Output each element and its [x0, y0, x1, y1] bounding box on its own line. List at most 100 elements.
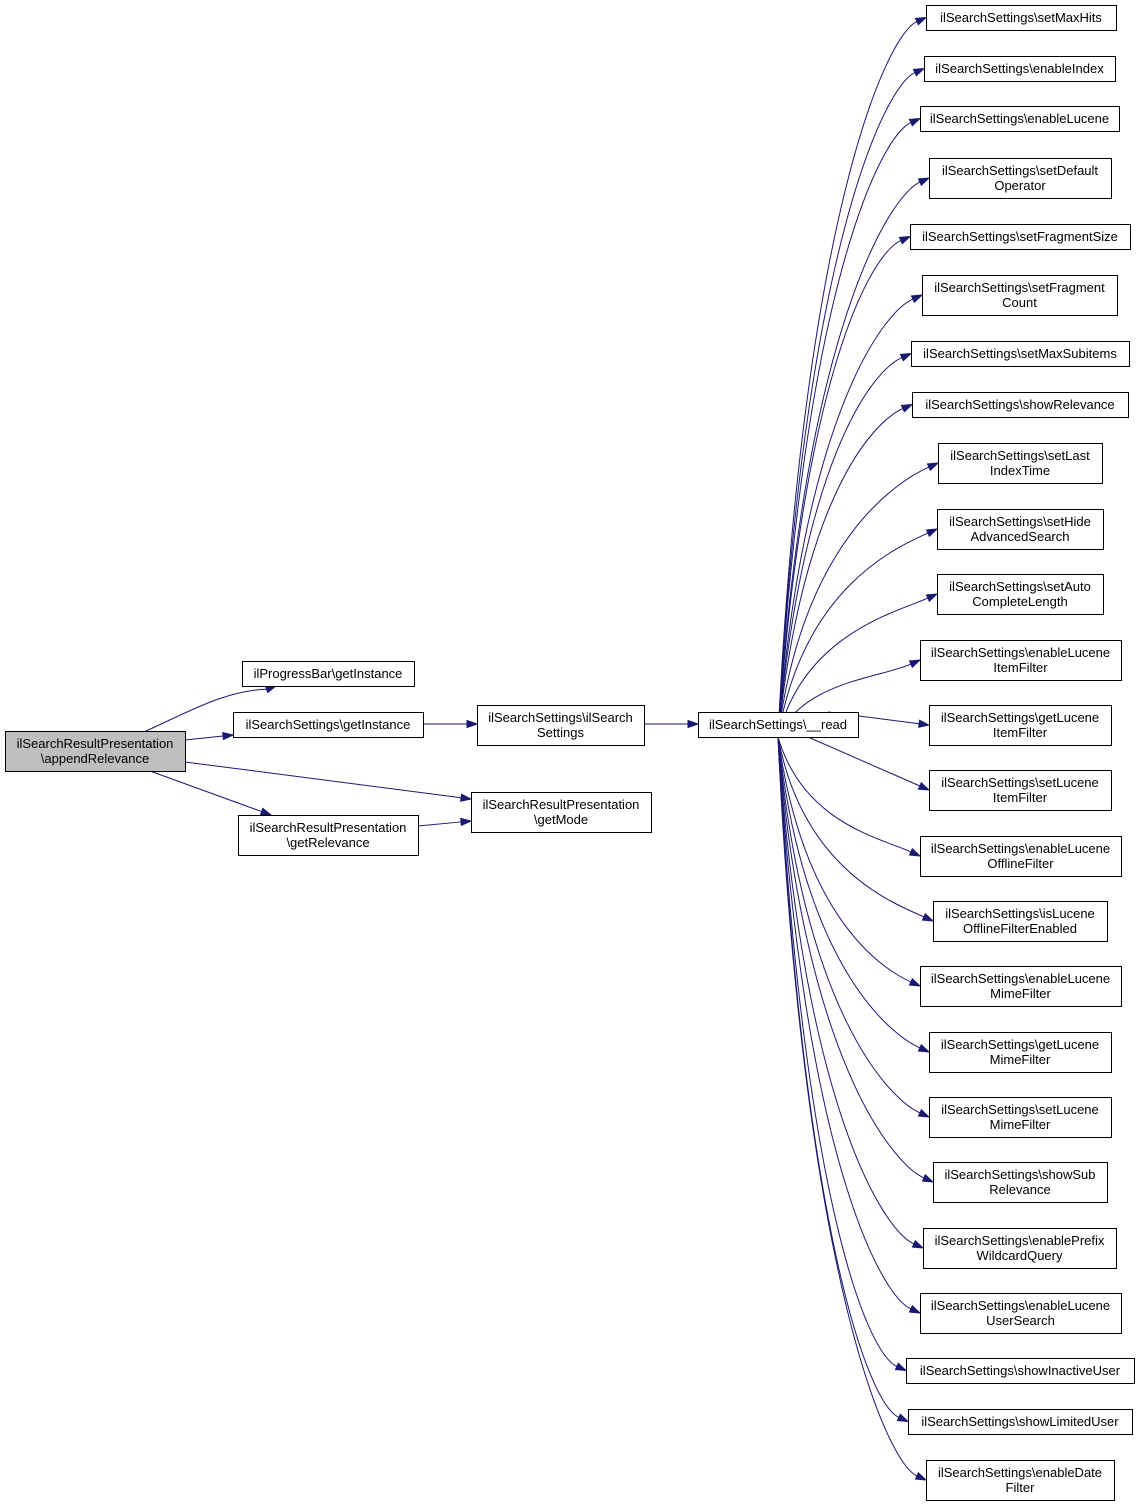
edge-line — [777, 736, 898, 1367]
node-t6[interactable]: ilSearchSettings\setMaxSubitems — [911, 341, 1130, 367]
node-t2[interactable]: ilSearchSettings\enableLucene — [920, 106, 1120, 132]
arrowhead — [908, 659, 922, 669]
node-label: Relevance — [989, 1182, 1050, 1197]
edge-read-t7 — [777, 403, 914, 738]
node-box — [929, 705, 1112, 746]
node-label: ilSearchResultPresentation — [483, 797, 640, 812]
node-box — [938, 443, 1103, 484]
edge-read-t1 — [777, 67, 926, 738]
edge-line — [777, 736, 925, 918]
node-t20[interactable]: ilSearchSettings\enablePrefixWildcardQue… — [923, 1228, 1117, 1269]
arrowhead — [908, 1304, 922, 1314]
arrowhead — [914, 16, 928, 26]
node-getmode[interactable]: ilSearchResultPresentation\getMode — [471, 792, 652, 833]
edge-line — [777, 597, 929, 738]
node-label: ilSearchSettings\enableIndex — [935, 61, 1104, 76]
node-label: ilSearchSettings\setMaxHits — [940, 10, 1102, 25]
node-label: ilSearchSettings\setLast — [950, 448, 1090, 463]
edge-line — [777, 736, 918, 1477]
edge-read-t6 — [777, 352, 913, 738]
node-t1[interactable]: ilSearchSettings\enableIndex — [924, 56, 1116, 82]
edge-read-t21 — [777, 736, 922, 1314]
node-t7[interactable]: ilSearchSettings\showRelevance — [912, 392, 1129, 418]
node-label: ilSearchSettings\setAuto — [949, 579, 1091, 594]
arrowhead — [908, 117, 922, 127]
edge-line — [807, 736, 921, 787]
node-label: ilSearchSettings\__read — [709, 717, 847, 732]
arrowhead — [896, 1413, 910, 1423]
node-label: ilSearchSettings\enableLucene — [930, 111, 1109, 126]
arrowhead — [466, 719, 479, 729]
arrowhead — [911, 1239, 925, 1249]
node-t0[interactable]: ilSearchSettings\setMaxHits — [926, 5, 1117, 31]
edge-ss_getinst-ss_ctor — [423, 719, 479, 729]
node-box — [929, 158, 1112, 199]
node-t14[interactable]: ilSearchSettings\enableLuceneOfflineFilt… — [920, 836, 1122, 877]
node-box — [929, 1097, 1112, 1138]
node-label: ilSearchSettings\isLucene — [945, 906, 1095, 921]
node-label: AdvancedSearch — [970, 529, 1069, 544]
node-label: ilSearchResultPresentation — [17, 736, 174, 751]
node-progress[interactable]: ilProgressBar\getInstance — [242, 661, 415, 687]
edge-line — [777, 736, 900, 1418]
arrowhead — [925, 528, 939, 538]
node-label: ilSearchSettings\showInactiveUser — [920, 1363, 1121, 1378]
node-root[interactable]: ilSearchResultPresentation\appendRelevan… — [5, 731, 186, 772]
node-label: ilSearchSettings\enableLucene — [931, 1298, 1110, 1313]
node-ss_getinst[interactable]: ilSearchSettings\getInstance — [233, 712, 424, 738]
node-label: ilSearchSettings\showSub — [944, 1167, 1095, 1182]
node-t23[interactable]: ilSearchSettings\showLimitedUser — [908, 1409, 1133, 1435]
node-read[interactable]: ilSearchSettings\__read — [698, 712, 859, 738]
node-t4[interactable]: ilSearchSettings\setFragmentSize — [910, 224, 1131, 250]
node-label: ilSearchSettings\enableLucene — [931, 971, 1110, 986]
arrowhead — [917, 781, 931, 791]
edge-read-t19 — [777, 736, 935, 1183]
edge-line — [777, 357, 903, 738]
edge-read-t3 — [777, 177, 931, 738]
node-ss_ctor[interactable]: ilSearchSettings\ilSearchSettings — [477, 705, 645, 746]
arrowhead — [908, 847, 922, 857]
edge-root-ss_getinst — [184, 731, 235, 741]
node-getrel[interactable]: ilSearchResultPresentation\getRelevance — [238, 815, 419, 856]
edge-read-t17 — [777, 736, 931, 1053]
node-t15[interactable]: ilSearchSettings\isLuceneOfflineFilterEn… — [933, 901, 1108, 942]
edge-read-t9 — [777, 528, 939, 738]
node-label: MimeFilter — [990, 1117, 1051, 1132]
node-label: ilProgressBar\getInstance — [254, 666, 403, 681]
node-label: OfflineFilter — [987, 856, 1054, 871]
node-label: WildcardQuery — [977, 1248, 1063, 1263]
edge-read-t8 — [777, 462, 940, 738]
node-label: ilSearchSettings\getInstance — [246, 717, 411, 732]
node-box — [929, 1032, 1112, 1073]
arrowhead — [926, 462, 940, 472]
arrowhead — [222, 731, 235, 741]
edge-read-t20 — [777, 736, 925, 1249]
node-label: ilSearchSettings\enableDate — [938, 1465, 1102, 1480]
edge-line — [777, 298, 914, 738]
node-label: ilSearchSettings\showRelevance — [925, 397, 1114, 412]
node-t22[interactable]: ilSearchSettings\showInactiveUser — [906, 1358, 1135, 1384]
node-label: CompleteLength — [972, 594, 1067, 609]
edge-line — [777, 532, 929, 738]
node-label: ItemFilter — [993, 790, 1048, 805]
arrowhead — [917, 177, 931, 187]
edge-root-getmode — [184, 761, 473, 802]
edge-line — [777, 21, 918, 738]
node-box — [920, 640, 1122, 681]
edge-line — [777, 240, 902, 738]
